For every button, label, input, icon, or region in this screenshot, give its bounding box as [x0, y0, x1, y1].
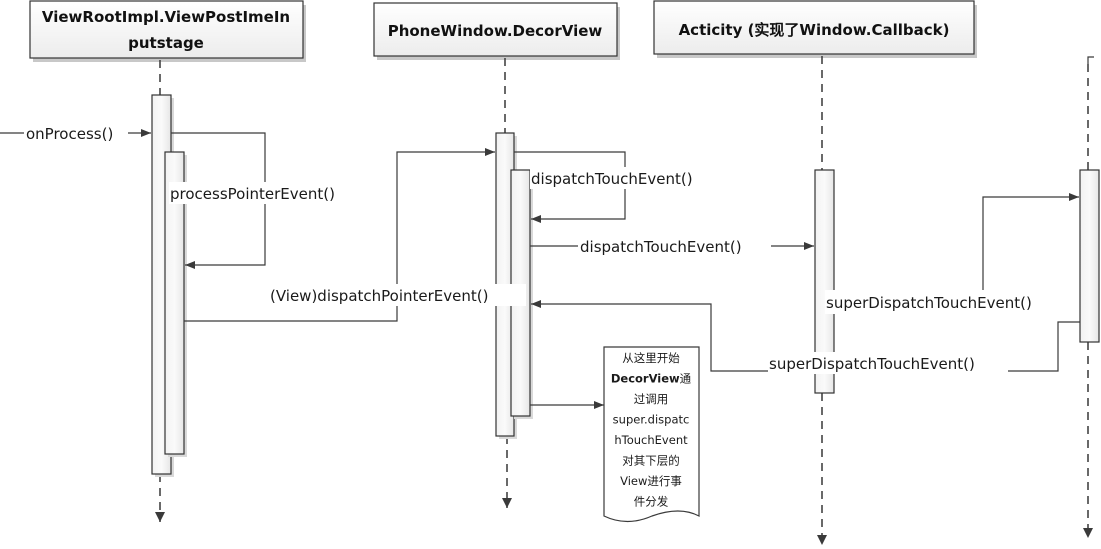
note-line: 过调用	[634, 392, 669, 406]
message-dispatchTouchEvent-activity[interactable]: dispatchTouchEvent()	[530, 235, 814, 257]
message-label: superDispatchTouchEvent()	[769, 355, 975, 373]
message-label: dispatchTouchEvent()	[531, 170, 693, 188]
message-label: (View)dispatchPointerEvent()	[270, 287, 488, 305]
note-line: hTouchEvent	[614, 433, 688, 447]
message-label: processPointerEvent()	[170, 185, 335, 203]
lifeline-title-line: ViewRootImpl.ViewPostImeIn	[42, 8, 290, 26]
message-processPointerEvent[interactable]: processPointerEvent()	[169, 132, 361, 269]
lifeline-title-line: Acticity (实现了Window.Callback)	[679, 21, 950, 39]
message-superDispatchTouchEvent-1[interactable]: superDispatchTouchEvent()	[825, 193, 1079, 314]
message-dispatchTouchEvent-self[interactable]: dispatchTouchEvent()	[514, 151, 720, 223]
lifeline-title-line: putstage	[128, 34, 204, 52]
note-line: DecorView通	[611, 372, 692, 386]
activation-viewroot-inner	[164, 151, 187, 457]
note-line: 件分发	[634, 495, 669, 509]
lifeline-window-corner	[1087, 56, 1094, 64]
message-label: dispatchTouchEvent()	[580, 238, 742, 256]
lifeline-header-activity[interactable]: Acticity (实现了Window.Callback)	[653, 0, 977, 58]
lifeline-title-line: PhoneWindow.DecorView	[388, 22, 603, 40]
activation-activity	[814, 169, 835, 394]
message-label: onProcess()	[26, 125, 113, 143]
lifeline-header-decorview[interactable]: PhoneWindow.DecorView	[373, 2, 620, 60]
message-dispatchPointerEvent[interactable]: (View)dispatchPointerEvent()	[184, 148, 526, 322]
message-onProcess[interactable]: onProcess()	[0, 123, 151, 143]
message-superDispatchTouchEvent-2[interactable]: superDispatchTouchEvent()	[531, 300, 1080, 374]
lifeline-header-viewroot[interactable]: ViewRootImpl.ViewPostImeIn putstage	[29, 0, 306, 62]
message-label: superDispatchTouchEvent()	[826, 294, 1032, 312]
note-line: View进行事	[620, 474, 682, 488]
note-line: 从这里开始	[622, 351, 680, 365]
note-line: 对其下层的	[622, 454, 680, 468]
note-line: super.dispatc	[613, 413, 690, 427]
activation-window	[1079, 169, 1100, 343]
